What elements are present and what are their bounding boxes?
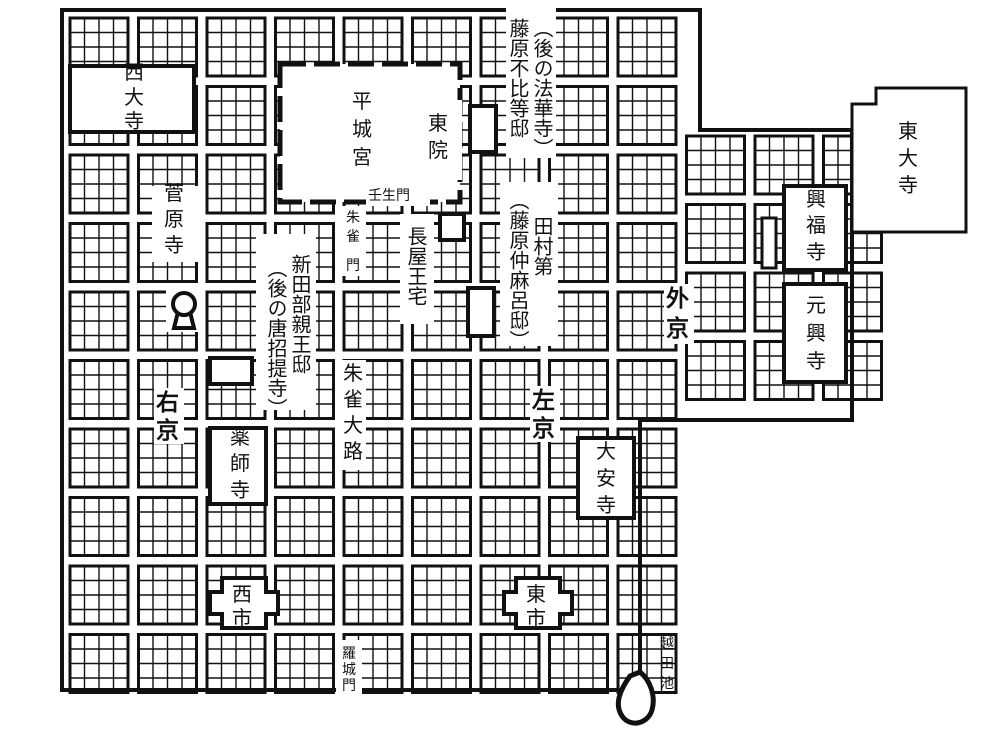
sugawaradera-label-2: 原 <box>164 207 184 231</box>
niitabe-residence-name: 新田部親王邸 <box>288 254 312 374</box>
small-temple-plot <box>760 216 778 270</box>
niitabe-label-backing <box>256 234 316 410</box>
suzaku-gate-label-1: 朱 <box>346 210 360 226</box>
nakamaro-label-backing <box>500 182 558 346</box>
fuhito-residence-note: （後の法華寺） <box>530 18 554 158</box>
gangoji-label-1: 元 <box>806 293 826 317</box>
yakushiji-label-2: 師 <box>230 451 250 475</box>
todaiji-outline <box>850 86 968 234</box>
suzaku-gate-label-3: 門 <box>346 258 360 274</box>
ukyo-label-2: 京 <box>156 417 179 444</box>
suzaku-road-label-3: 大 <box>343 413 363 437</box>
palace-label-1: 平 <box>352 89 372 113</box>
nagaya-residence-plot <box>438 212 466 242</box>
kofukuji-label-1: 興 <box>806 187 826 211</box>
suzaku-road-label-4: 路 <box>343 439 363 463</box>
yakushiji-label-1: 薬 <box>230 425 250 449</box>
saidaiji-label-1: 西 <box>124 60 144 84</box>
rajo-gate-label-3: 門 <box>342 678 356 694</box>
suzaku-road-backing <box>340 360 366 470</box>
daianji-label-1: 大 <box>596 439 616 463</box>
suzaku-gate-label-2: 雀 <box>346 229 360 245</box>
gekyo-label-1: 外 <box>666 285 689 312</box>
sakyo-label-1: 左 <box>532 387 555 414</box>
pond-label-2: 田 <box>660 656 674 672</box>
gangoji-label-2: 興 <box>806 321 826 345</box>
sakyo-label-2: 京 <box>532 415 555 442</box>
fuhito-residence-name: 藤原不比等邸 <box>506 18 530 138</box>
palace-label-2: 城 <box>352 117 372 141</box>
saidaiji-enclosure <box>68 64 196 134</box>
mibu-gate-backing <box>366 184 430 206</box>
fuhito-label-backing <box>506 8 556 158</box>
saidaiji-label-2: 大 <box>124 85 144 109</box>
gekyo-label-2: 京 <box>666 315 689 342</box>
nagaya-label-backing <box>400 214 434 324</box>
todaiji-label-1: 東 <box>898 119 918 143</box>
east-market-label-1: 東 <box>526 582 546 606</box>
kofun-mound-square <box>171 311 197 330</box>
daianji-label-2: 安 <box>596 466 616 490</box>
sugawaradera-label-1: 菅 <box>164 181 184 205</box>
rajo-gate-backing <box>336 640 362 700</box>
daianji-enclosure <box>576 436 636 520</box>
kofun-area <box>166 290 202 332</box>
ukyo-label-1: 右 <box>156 389 179 416</box>
nakamaro-residence-name: （藤原仲麻呂邸） <box>506 190 530 350</box>
fuhito-residence-enclosure <box>468 104 498 154</box>
pond-label-3: 池 <box>660 676 674 692</box>
east-market-label-2: 市 <box>526 606 546 630</box>
daianji-label-3: 寺 <box>596 493 616 517</box>
kofukuji-label-2: 福 <box>806 213 826 237</box>
kofun-mound-round <box>171 291 197 317</box>
yakushiji-label-3: 寺 <box>230 478 250 502</box>
nagaya-residence-name: 長屋王宅 <box>404 226 428 306</box>
todaiji-label-3: 寺 <box>898 173 918 197</box>
suzaku-road-label-2: 雀 <box>343 387 363 411</box>
gangoji-label-3: 寺 <box>806 349 826 373</box>
toshodaiji-site <box>208 356 254 386</box>
palace-label-3: 宮 <box>352 145 372 169</box>
west-market-outline <box>208 576 280 630</box>
palace-outline <box>277 61 463 205</box>
koshida-pond <box>615 669 656 726</box>
east-garden-area <box>416 100 462 180</box>
suzaku-gate-backing <box>340 206 366 276</box>
rajo-gate-label-1: 羅 <box>342 646 356 662</box>
west-market-label-2: 市 <box>232 606 252 630</box>
gekyo-label-backing <box>664 284 694 344</box>
east-market-outline <box>502 576 574 630</box>
sakyo-label-backing <box>530 386 560 442</box>
west-market-label-1: 西 <box>232 582 252 606</box>
capital-boundary <box>60 8 854 692</box>
gangoji-enclosure <box>782 282 848 384</box>
ukyo-label-backing <box>154 388 184 444</box>
mibu-gate-label: 壬生門 <box>368 188 410 204</box>
suzaku-road-label-1: 朱 <box>343 361 363 385</box>
kofukuji-enclosure <box>782 184 848 272</box>
kofukuji-label-3: 寺 <box>806 240 826 264</box>
east-garden-label-1: 東 <box>428 111 448 135</box>
niitabe-residence-note: （後の唐招提寺） <box>264 258 288 418</box>
nakamaro-residence-plot <box>466 286 496 338</box>
yakushiji-enclosure <box>208 426 268 506</box>
saidaiji-label-3: 寺 <box>124 109 144 133</box>
sugawaradera-label-3: 寺 <box>164 233 184 257</box>
east-garden-label-2: 院 <box>428 138 448 162</box>
todaiji-label-2: 大 <box>898 146 918 170</box>
pond-label-1: 越 <box>660 636 674 652</box>
nakamaro-residence-tamura: 田村第 <box>530 216 554 276</box>
rajo-gate-label-2: 城 <box>342 662 356 678</box>
sugawaradera-area <box>152 186 200 262</box>
